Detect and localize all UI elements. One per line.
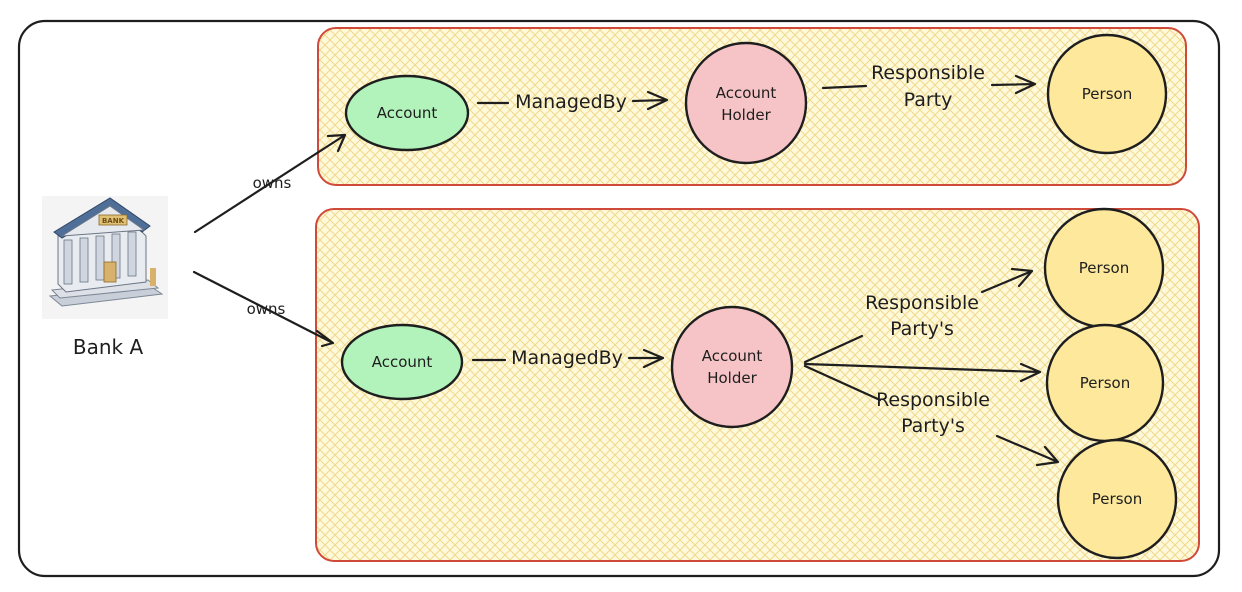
account-holder-bottom-line1: Account bbox=[702, 347, 763, 365]
owns-edge-bottom[interactable] bbox=[192, 270, 335, 348]
owns-label-bottom: owns bbox=[247, 300, 286, 318]
responsible-bottom-b-line2: Party's bbox=[901, 415, 965, 437]
responsible-edge-to-person-3[interactable] bbox=[803, 364, 1060, 467]
responsible-bottom-b-line1: Responsible bbox=[876, 389, 990, 411]
responsible-edge-to-person-1[interactable] bbox=[803, 267, 1034, 364]
bank-label: Bank A bbox=[73, 335, 144, 359]
responsible-edge-to-person-2[interactable] bbox=[803, 362, 1042, 383]
responsible-edge-top[interactable] bbox=[821, 74, 1037, 95]
account-holder-bottom-line2: Holder bbox=[707, 369, 757, 387]
account-holder-top-line2: Holder bbox=[721, 106, 771, 124]
bank-building-icon[interactable]: BANK bbox=[42, 196, 168, 319]
person-node-bottom-2-label: Person bbox=[1080, 374, 1130, 392]
account-holder-node-bottom[interactable] bbox=[670, 305, 794, 429]
owns-label-top: owns bbox=[253, 174, 292, 192]
responsible-bottom-a-line1: Responsible bbox=[865, 292, 979, 314]
responsible-top-line2: Party bbox=[904, 89, 953, 111]
person-node-bottom-3-label: Person bbox=[1092, 490, 1142, 508]
person-node-top-label: Person bbox=[1082, 85, 1132, 103]
managedby-label-top: ManagedBy bbox=[515, 91, 627, 113]
account-node-top[interactable] bbox=[344, 74, 470, 152]
account-holder-node-top[interactable] bbox=[684, 41, 808, 165]
account-node-bottom-label: Account bbox=[372, 353, 433, 371]
managedby-edge-top[interactable] bbox=[476, 90, 669, 111]
managedby-label-bottom: ManagedBy bbox=[511, 347, 623, 369]
bank-sign-text: BANK bbox=[102, 217, 125, 225]
account-node-bottom[interactable] bbox=[340, 323, 464, 401]
person-node-bottom-1-label: Person bbox=[1079, 259, 1129, 277]
responsible-top-line1: Responsible bbox=[871, 62, 985, 84]
owns-edge-top[interactable] bbox=[193, 133, 347, 234]
account-holder-top-line1: Account bbox=[716, 84, 777, 102]
account-node-top-label: Account bbox=[377, 104, 438, 122]
person-node-top[interactable] bbox=[1046, 33, 1168, 155]
managedby-edge-bottom[interactable] bbox=[471, 348, 665, 369]
person-node-bottom-3[interactable] bbox=[1056, 438, 1178, 560]
responsible-bottom-a-line2: Party's bbox=[890, 318, 954, 340]
